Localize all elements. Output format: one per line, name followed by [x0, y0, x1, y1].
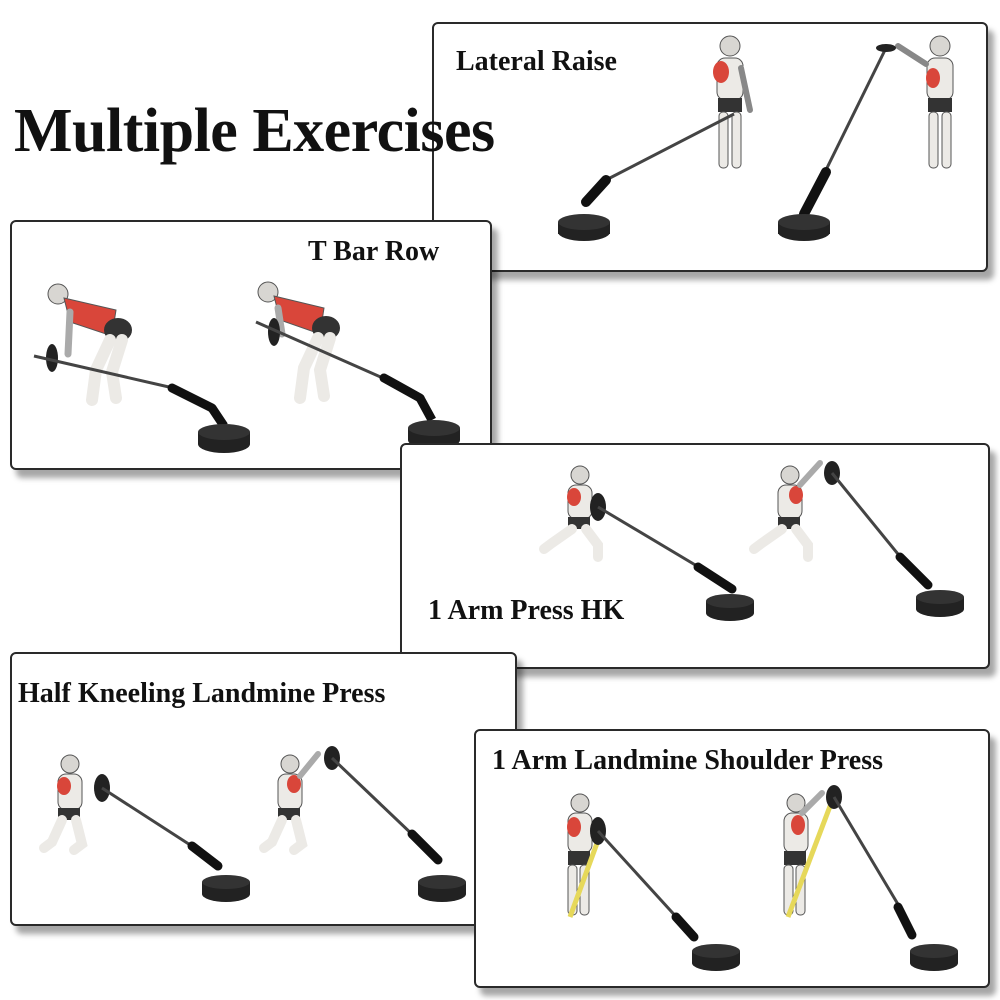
athlete-figure — [783, 790, 835, 918]
landmine-bar — [33, 344, 250, 453]
card-lateral-raise: Lateral Raise — [432, 22, 988, 272]
card-title-lateral-raise: Lateral Raise — [456, 46, 617, 77]
half-kneeling-press-illustration — [39, 746, 466, 902]
athlete-figure — [895, 35, 954, 169]
card-t-bar-row: T Bar Row — [10, 220, 492, 470]
lateral-raise-illustration — [558, 35, 954, 241]
card-half-kneeling-landmine-press: Half Kneeling Landmine Press — [10, 652, 517, 926]
landmine-bar — [778, 44, 896, 241]
landmine-bar — [94, 774, 250, 902]
page-headline: Multiple Exercises — [14, 97, 495, 165]
athlete-figure — [47, 283, 132, 406]
landmine-bar — [324, 746, 466, 902]
landmine-bar — [590, 493, 754, 621]
athlete-figure — [567, 793, 603, 918]
1-arm-shoulder-press-illustration — [567, 785, 958, 971]
athlete-figure — [259, 751, 321, 855]
card-1-arm-landmine-shoulder-press: 1 Arm Landmine Shoulder Press — [474, 729, 990, 988]
landmine-bar — [255, 318, 460, 449]
athlete-figure — [257, 281, 340, 404]
athlete-figure — [749, 460, 823, 562]
landmine-bar — [558, 112, 735, 241]
1-arm-press-hk-illustration — [539, 460, 964, 621]
card-title-t-bar-row: T Bar Row — [308, 236, 440, 267]
card-title-half-kneeling-press: Half Kneeling Landmine Press — [18, 678, 386, 709]
athlete-figure — [39, 754, 88, 855]
athlete-figure — [713, 35, 753, 169]
athlete-figure — [539, 465, 603, 562]
landmine-bar — [826, 785, 958, 971]
card-title-1-arm-shoulder-press: 1 Arm Landmine Shoulder Press — [492, 745, 884, 776]
landmine-bar — [590, 817, 740, 971]
card-title-1-arm-press-hk: 1 Arm Press HK — [428, 595, 625, 626]
card-1-arm-press-hk: 1 Arm Press HK — [400, 443, 990, 669]
t-bar-row-illustration — [33, 281, 460, 453]
landmine-bar — [824, 461, 964, 617]
